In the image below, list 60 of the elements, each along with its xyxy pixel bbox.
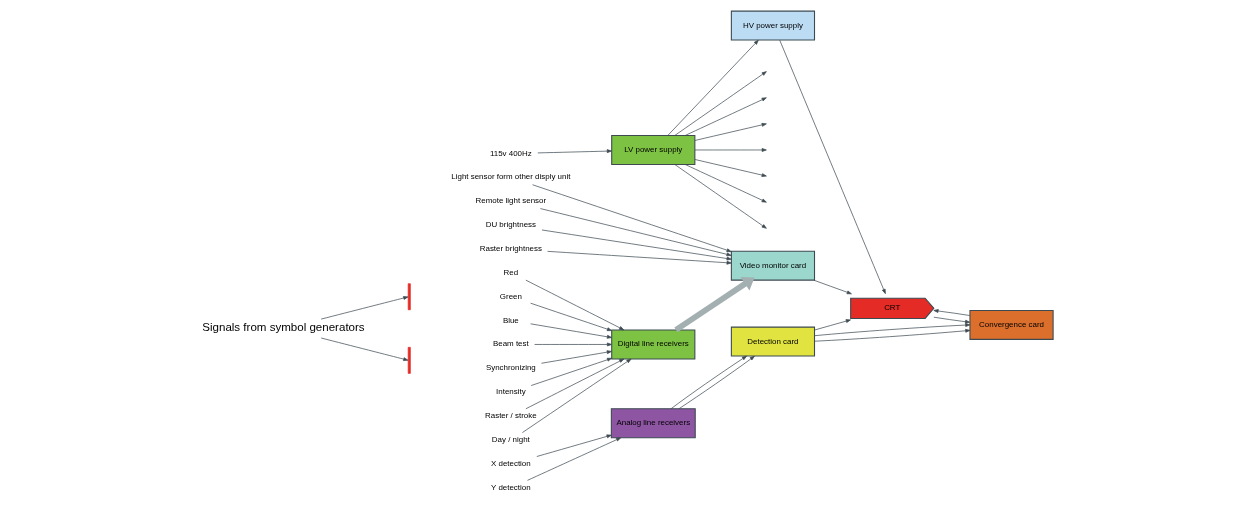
node-box: HV power supply (730, 10, 815, 41)
arrow (531, 184, 732, 253)
arrow (673, 277, 755, 333)
node-box: Video monitor card (730, 250, 815, 281)
node-box: Digital line receivers (610, 329, 695, 360)
arrow (525, 279, 624, 331)
arrow (813, 328, 970, 342)
node-text: DU brightness (485, 220, 536, 230)
arrow (539, 208, 732, 257)
arrow (320, 337, 408, 361)
node-box: Analog line receivers (610, 408, 696, 439)
arrow (694, 148, 767, 152)
node-text: Day / night (491, 434, 530, 444)
arrow (670, 355, 747, 410)
arrow (933, 316, 970, 324)
arrow (674, 71, 767, 136)
arrow (521, 358, 631, 433)
arrow (684, 97, 767, 136)
arrow (541, 229, 732, 261)
arrow (546, 251, 732, 265)
arrow (684, 164, 767, 203)
arrow (540, 350, 612, 364)
node-text: Green (499, 291, 522, 301)
arrow (813, 319, 851, 331)
node-box: Detection card (730, 326, 815, 357)
arrow (933, 309, 970, 316)
arrow (530, 357, 612, 386)
node-text: Blue (502, 315, 519, 325)
node-text: Light sensor form other disply unit (450, 172, 570, 182)
node-text: Signals from symbol generators (201, 321, 365, 334)
arrow (536, 149, 612, 154)
arrow (666, 39, 759, 136)
arrow (813, 279, 852, 295)
node-text: X detection (490, 458, 531, 468)
arrow (526, 437, 621, 481)
arrow (529, 323, 612, 339)
arrow (778, 39, 886, 294)
node-text: Remote light sensor (475, 196, 546, 206)
node-text: Red (503, 267, 518, 277)
node-text: Intensity (495, 387, 526, 397)
arrow (320, 296, 408, 320)
node-text: Raster / stroke (484, 411, 537, 421)
node-bar (407, 347, 411, 374)
arrow (813, 323, 970, 337)
node-text: Beam test (492, 339, 529, 349)
arrow (529, 302, 612, 332)
node-box: LV power supply (610, 134, 695, 165)
node-text: Synchronizing (485, 363, 536, 373)
arrow (694, 159, 767, 177)
node-text: Raster brightness (479, 244, 542, 254)
node-box: Convergence card (968, 309, 1054, 340)
arrow (525, 358, 624, 410)
node-text: Y detection (490, 482, 531, 492)
arrow (535, 434, 612, 457)
node-text: 115v 400Hz (489, 148, 532, 158)
arrow (674, 164, 767, 229)
arrow (533, 342, 612, 347)
node-bar (407, 283, 411, 311)
arrow (694, 123, 767, 141)
arrow (678, 355, 755, 410)
